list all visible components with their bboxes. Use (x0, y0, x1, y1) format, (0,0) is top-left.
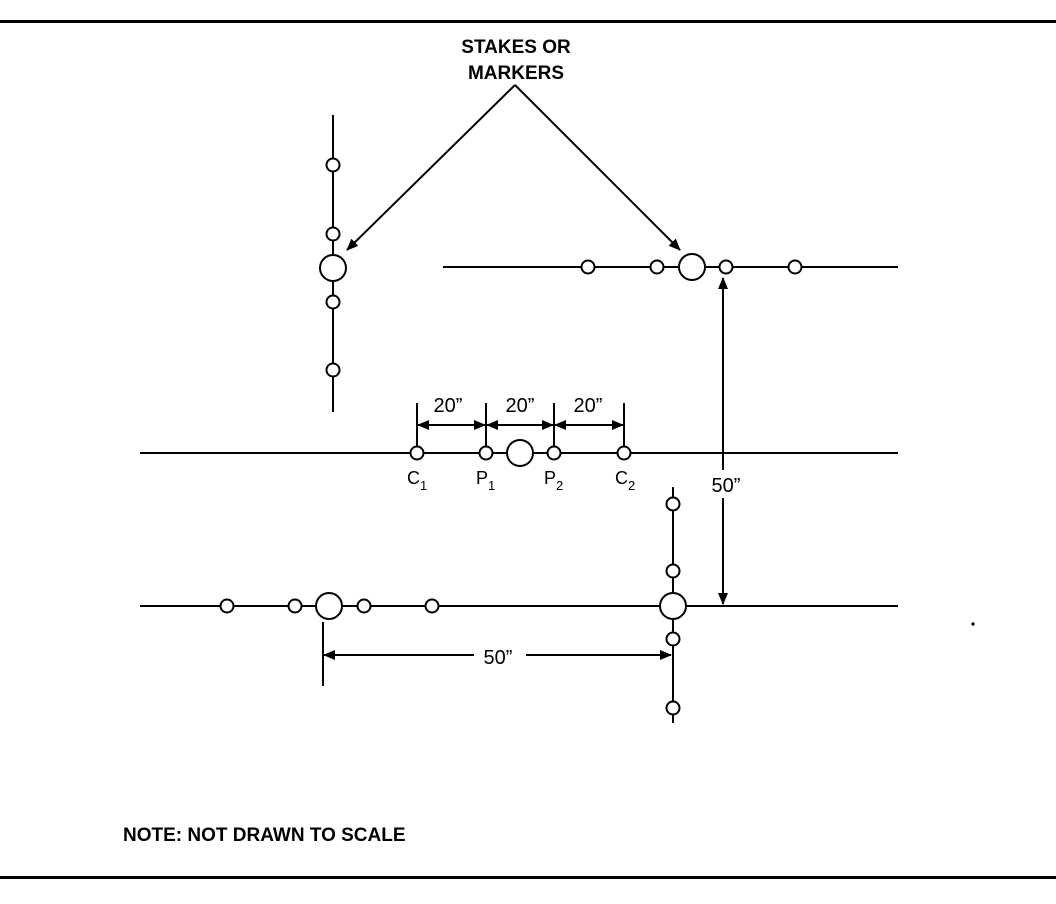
callout-arrow-right (514, 84, 681, 251)
center-stake (506, 439, 534, 467)
marker-stake (325, 226, 341, 242)
bottom-border (0, 876, 1056, 879)
marker-stake-p1 (478, 445, 494, 461)
marker-stake (424, 598, 440, 614)
marker-stake (287, 598, 303, 614)
point-label-c1: C1 (407, 468, 427, 493)
marker-stake (665, 700, 681, 716)
marker-stake (787, 259, 803, 275)
dimension-label-p1-p2: 20” (506, 395, 535, 417)
marker-stake (356, 598, 372, 614)
callout-arrow-left (346, 84, 516, 251)
marker-stake (325, 294, 341, 310)
marker-stake (665, 631, 681, 647)
note-text: NOTE: NOT DRAWN TO SCALE (123, 825, 406, 846)
center-stake (678, 253, 706, 281)
marker-stake (580, 259, 596, 275)
marker-stake (665, 563, 681, 579)
marker-stake (718, 259, 734, 275)
dimension-label-c1-p1: 20” (434, 395, 463, 417)
marker-stake-c2 (616, 445, 632, 461)
marker-stake (665, 496, 681, 512)
marker-stake-c1 (409, 445, 425, 461)
top-border (0, 20, 1056, 23)
marker-stake (649, 259, 665, 275)
callout-title-line2: MARKERS (468, 63, 564, 84)
point-label-c2: C2 (615, 468, 635, 493)
callout-title-line1: STAKES OR (461, 37, 571, 58)
stray-dot (971, 622, 975, 626)
point-label-p2: P2 (544, 468, 563, 493)
center-stake (659, 592, 687, 620)
point-label-p1: P1 (476, 468, 495, 493)
marker-stake (325, 362, 341, 378)
marker-stake (325, 157, 341, 173)
dimension-label-horizontal: 50” (484, 647, 513, 669)
center-stake (315, 592, 343, 620)
dimension-label-vertical: 50” (712, 475, 741, 497)
marker-stake (219, 598, 235, 614)
marker-stake-p2 (546, 445, 562, 461)
dimension-label-p2-c2: 20” (574, 395, 603, 417)
center-stake (319, 254, 347, 282)
